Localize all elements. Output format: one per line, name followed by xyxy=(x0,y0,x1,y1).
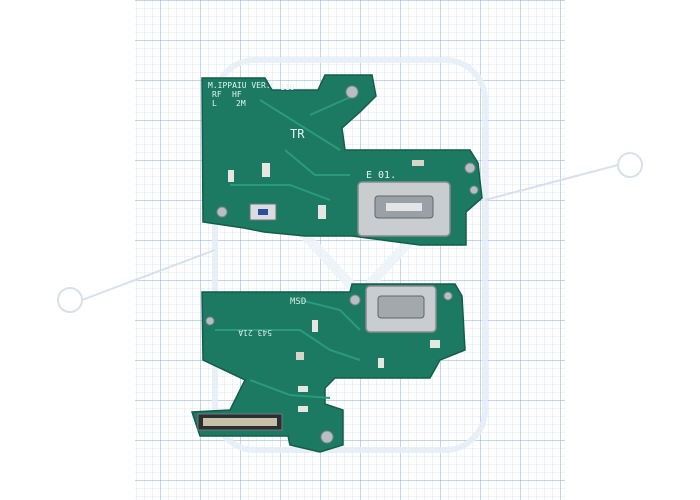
silk-msd: MSD xyxy=(290,297,306,307)
charging-board-top: M.IPPAIU VER.C RF HF L 2M 110 E 01. TR xyxy=(201,74,483,246)
silk-l: L xyxy=(212,99,217,108)
silk-rf: RF xyxy=(212,90,222,99)
silk-2m: 2M xyxy=(236,99,246,108)
silk-top-line1: M.IPPAIU VER.C xyxy=(208,81,276,90)
charging-board-bottom: MSD 543 21A xyxy=(190,283,466,453)
silk-serial: 543 21A xyxy=(238,328,272,337)
silk-tr: TR xyxy=(290,127,305,141)
silk-hf: HF xyxy=(232,90,242,99)
silk-e01: E 01. xyxy=(366,170,396,181)
silk-code: 110 xyxy=(280,83,295,92)
usb-c-port-icon xyxy=(357,181,451,237)
